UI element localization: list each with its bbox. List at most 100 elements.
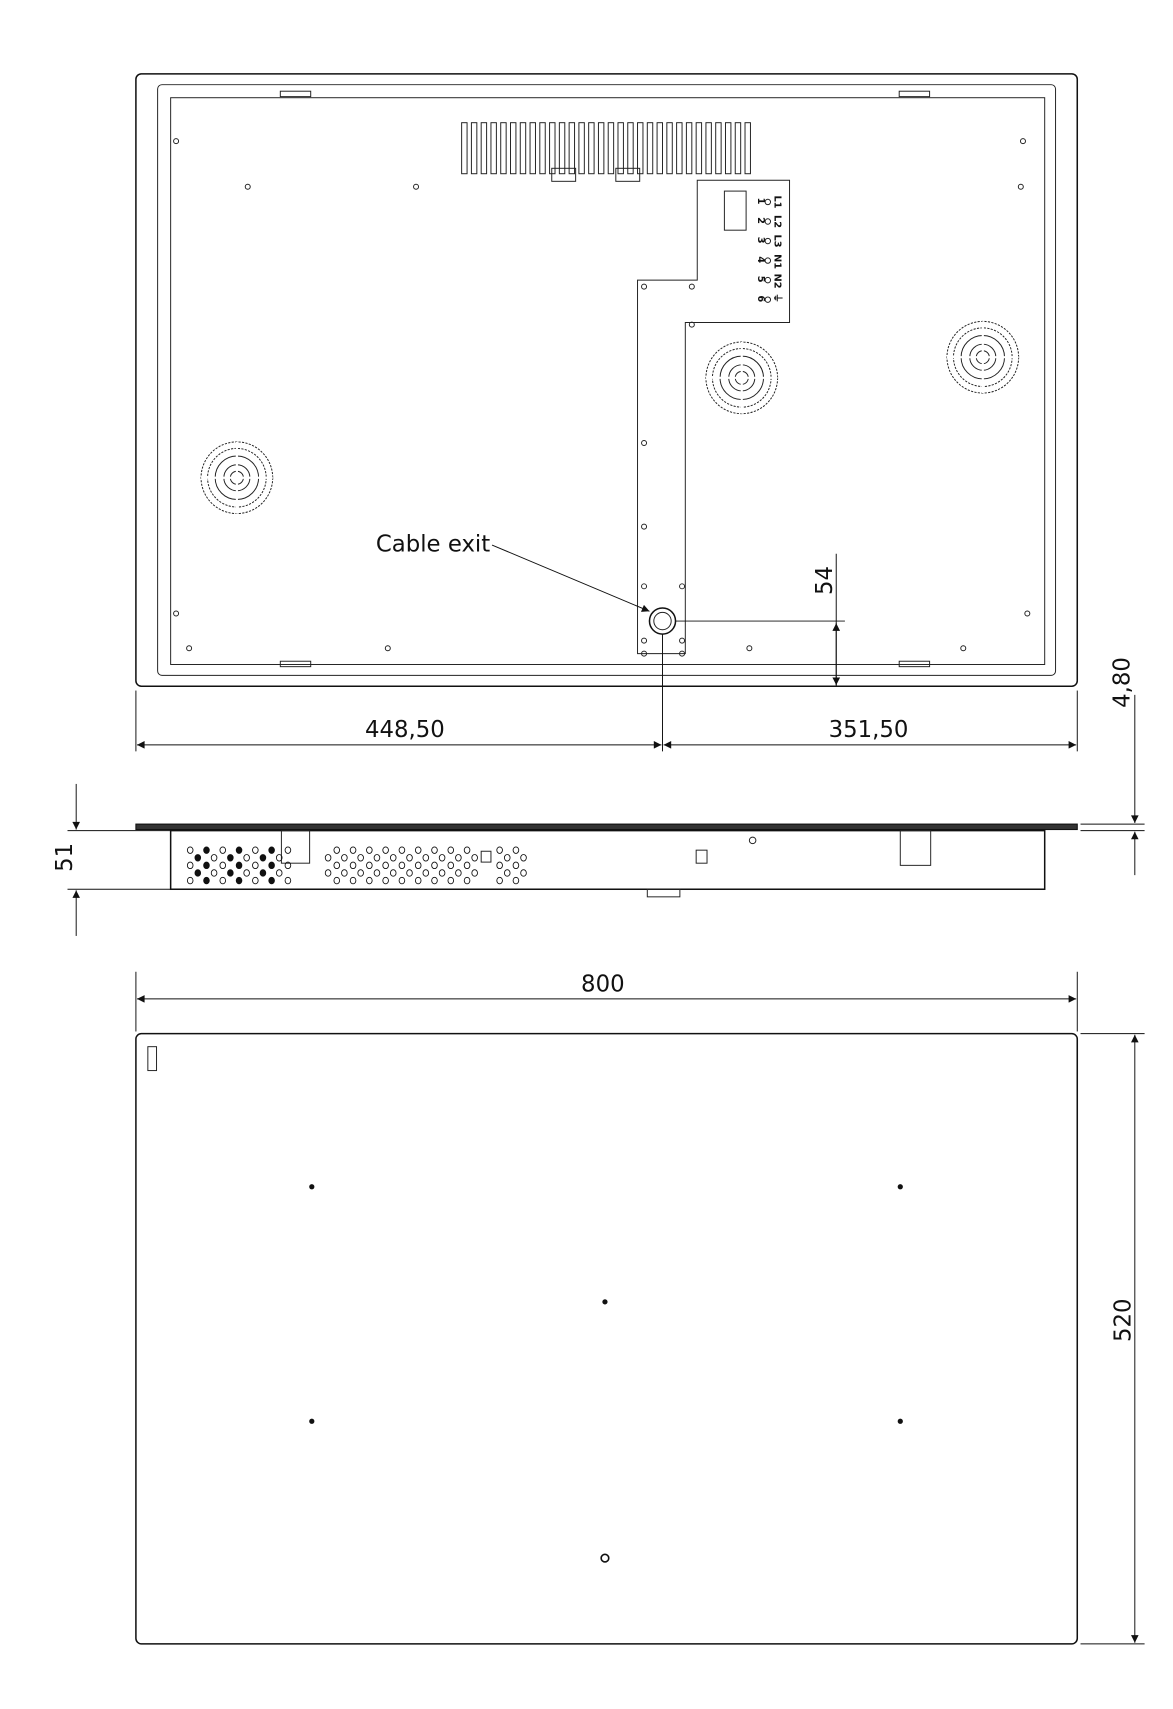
- vent-slot: [470, 122, 478, 175]
- terminal-label: L1: [771, 195, 782, 208]
- vent-slot: [510, 122, 517, 175]
- vent-hole: [357, 854, 364, 862]
- screw: [688, 283, 695, 290]
- vent-tab: [551, 167, 577, 182]
- connector: [695, 849, 708, 864]
- vent-hole: [398, 876, 406, 885]
- side-clip: [280, 830, 311, 864]
- zone-center-dot: [602, 1299, 608, 1305]
- screw: [746, 645, 753, 652]
- screw: [244, 183, 251, 190]
- vent-hole: [366, 846, 373, 854]
- bottom-connector: [646, 888, 681, 898]
- vent-hole: [455, 854, 462, 862]
- zone-center-dot: [897, 1418, 903, 1424]
- dim-520-label: 520: [1110, 1298, 1136, 1342]
- vent-slot: [627, 122, 634, 175]
- vent-slot: [744, 122, 751, 175]
- side-clip: [899, 830, 932, 866]
- vent-hole: [341, 869, 348, 877]
- vent-hole: [268, 876, 275, 885]
- dim-448-label: 448,50: [365, 717, 445, 743]
- terminal-number: 3: [755, 237, 766, 244]
- vent-hole: [194, 869, 202, 877]
- dim-800-label: 800: [581, 971, 625, 997]
- vent-hole: [389, 869, 397, 877]
- screw: [173, 610, 180, 617]
- vent-hole: [398, 846, 406, 854]
- terminal-number: 6: [755, 295, 766, 302]
- vent-hole: [186, 876, 194, 885]
- terminal-screw: [764, 237, 772, 245]
- vent-slot: [461, 122, 468, 175]
- vent-hole: [259, 869, 267, 877]
- fan-grille: [705, 341, 779, 415]
- screw: [1019, 138, 1026, 145]
- terminal-number: 4: [755, 256, 766, 263]
- vent-hole: [186, 846, 194, 854]
- vent-hole: [520, 854, 527, 862]
- vent-slot: [617, 122, 624, 175]
- vent-hole: [463, 876, 471, 885]
- screw: [173, 138, 180, 145]
- vent-hole: [382, 846, 389, 854]
- vent-hole: [219, 876, 227, 885]
- vent-hole: [447, 846, 455, 854]
- vent-hole: [496, 861, 503, 870]
- vent-hole: [520, 869, 527, 877]
- vent-slot: [734, 122, 742, 175]
- terminal-screw: [764, 276, 772, 284]
- mounting-clip: [898, 660, 931, 668]
- vent-hole: [414, 876, 422, 885]
- glass-top-view: 800 520: [135, 971, 1145, 1645]
- vent-hole: [431, 861, 438, 870]
- vent-hole: [455, 869, 462, 877]
- side-view: 51 4,80: [52, 657, 1145, 936]
- vent-hole: [268, 861, 275, 870]
- terminal-number: 2: [755, 217, 766, 224]
- terminal-label: N2: [771, 274, 782, 289]
- terminal-screw: [764, 257, 772, 264]
- vent-slot: [695, 122, 703, 175]
- vent-hole: [366, 876, 373, 885]
- vent-hole: [203, 861, 210, 870]
- vent-hole: [471, 854, 478, 862]
- vent-hole: [503, 854, 511, 862]
- mounting-clip: [279, 90, 312, 98]
- vent-hole: [203, 846, 210, 854]
- screw: [679, 583, 686, 590]
- terminal-label: ⏚: [771, 293, 783, 303]
- vent-slot: [578, 122, 585, 175]
- vent-hole: [406, 854, 413, 862]
- screw: [748, 836, 757, 845]
- vent-hole: [422, 869, 430, 877]
- vent-hole: [503, 869, 511, 877]
- vent-hole: [406, 869, 413, 877]
- vent-slot: [568, 122, 576, 175]
- vent-slot: [676, 122, 683, 175]
- screw: [1024, 610, 1031, 617]
- vent-hole: [275, 854, 283, 862]
- control-marker: [600, 1553, 610, 1563]
- screw: [641, 283, 648, 290]
- outer-glass-edge: [135, 73, 1079, 687]
- vent-slot: [705, 122, 712, 175]
- vent-hole: [373, 869, 381, 877]
- fan-grille: [946, 320, 1020, 394]
- vent-hole: [252, 876, 259, 885]
- vent-slot: [500, 122, 507, 175]
- mounting-clip: [279, 660, 312, 668]
- vent-hole: [235, 861, 243, 870]
- vent-hole: [252, 861, 259, 870]
- dim-51-label: 51: [52, 843, 78, 872]
- vent-slot: [656, 122, 663, 175]
- vent-hole: [219, 846, 227, 854]
- housing-body: [169, 829, 1046, 891]
- vent-slot: [480, 122, 488, 175]
- vent-hole: [349, 861, 357, 870]
- vent-hole: [414, 846, 422, 854]
- vent-hole: [438, 869, 446, 877]
- vent-hole: [422, 854, 430, 862]
- screw: [679, 650, 686, 657]
